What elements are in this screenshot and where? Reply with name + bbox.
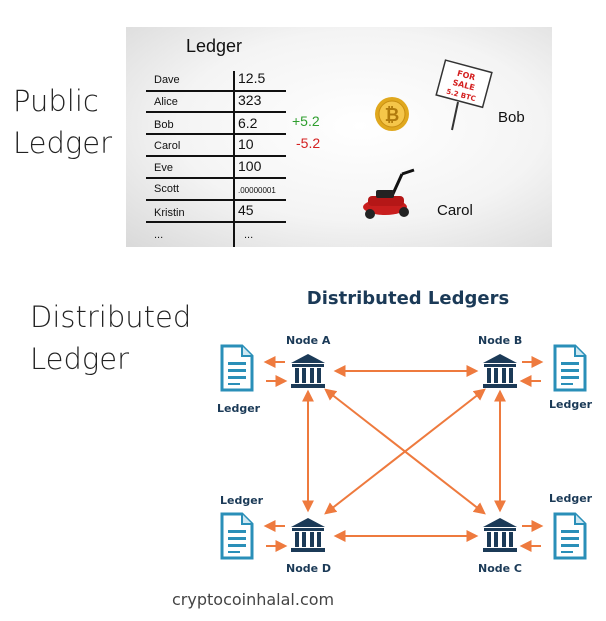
ledger-label-c: Ledger [549,492,593,505]
lawn-mower-icon [363,168,415,219]
ledger-value-eve: 100 [238,158,262,174]
carol-label: Carol [437,202,473,219]
public-label-line2: Ledger [13,126,113,160]
node-c-label: Node C [478,562,522,575]
ledger-row-rule [146,221,286,223]
watermark: cryptocoinhalal.com [172,590,335,609]
ledger-name-eve: Eve [154,162,173,174]
carol-delta: -5.2 [296,135,321,151]
ledger-value-kristin: 45 [238,202,254,218]
bank-icon [291,354,325,388]
ledger-value-alice: 323 [238,92,262,108]
ledger-name-dave: Dave [154,74,180,86]
ledger-row-rule [146,133,286,135]
ledger-name-scott: Scott [154,183,180,195]
node-b-label: Node B [478,334,523,347]
ledger-name-ellipsis: ... [154,229,164,241]
bank-icon [291,518,325,552]
bob-label: Bob [498,109,525,126]
ledger-name-bob: Bob [154,119,174,131]
ledger-name-alice: Alice [154,96,178,108]
distributed-label-line2: Ledger [30,342,130,376]
node-a-label: Node A [286,334,331,347]
ledger-name-kristin: Kristin [154,207,185,219]
node-d-label: Node D [286,562,332,575]
ledger-sync-arrows [263,356,544,552]
arrow-b-d [324,388,486,515]
ledger-label-d: Ledger [220,494,264,507]
public-ledger-label: Public Ledger [13,80,112,164]
distributed-label-line1: Distributed [30,300,192,334]
public-label-line1: Public [13,84,99,118]
bank-icon [483,354,517,388]
ledger-name-carol: Carol [154,140,181,152]
bitcoin-symbol: ₿ [385,105,400,126]
ledger-row-rule [146,199,286,201]
document-icon [553,344,587,392]
for-sale-sign-icon: FOR SALE 5.2 BTC [435,59,493,131]
bank-icon [483,518,517,552]
distributed-ledger-label: Distributed Ledger [30,296,191,380]
ledger-row-rule [146,155,286,157]
document-icon [220,512,254,560]
ledger-label-b: Ledger [549,398,593,411]
ledger-value-carol: 10 [238,136,254,152]
ledger-title: Ledger [186,36,243,56]
diagram-title-wrap: Distributed Ledgers [0,288,606,309]
bob-delta: +5.2 [292,113,320,129]
document-icon [553,512,587,560]
ledger-label-a: Ledger [217,402,261,415]
ledger-value-ellipsis: ... [244,229,254,241]
ledger-value-bob: 6.2 [238,115,258,131]
bitcoin-coin-icon: ₿ [375,97,409,131]
diagram-title: Distributed Ledgers [306,288,510,309]
ledger-row-rule [146,90,286,92]
ledger-value-dave: 12.5 [238,70,266,86]
ledger-row-rule [146,177,286,179]
public-ledger-panel [126,27,552,247]
ledger-value-scott: .00000001 [238,186,276,195]
ledger-column-divider [233,71,235,247]
ledger-row-rule [146,111,286,113]
node-connections [302,365,506,542]
document-icon [220,344,254,392]
